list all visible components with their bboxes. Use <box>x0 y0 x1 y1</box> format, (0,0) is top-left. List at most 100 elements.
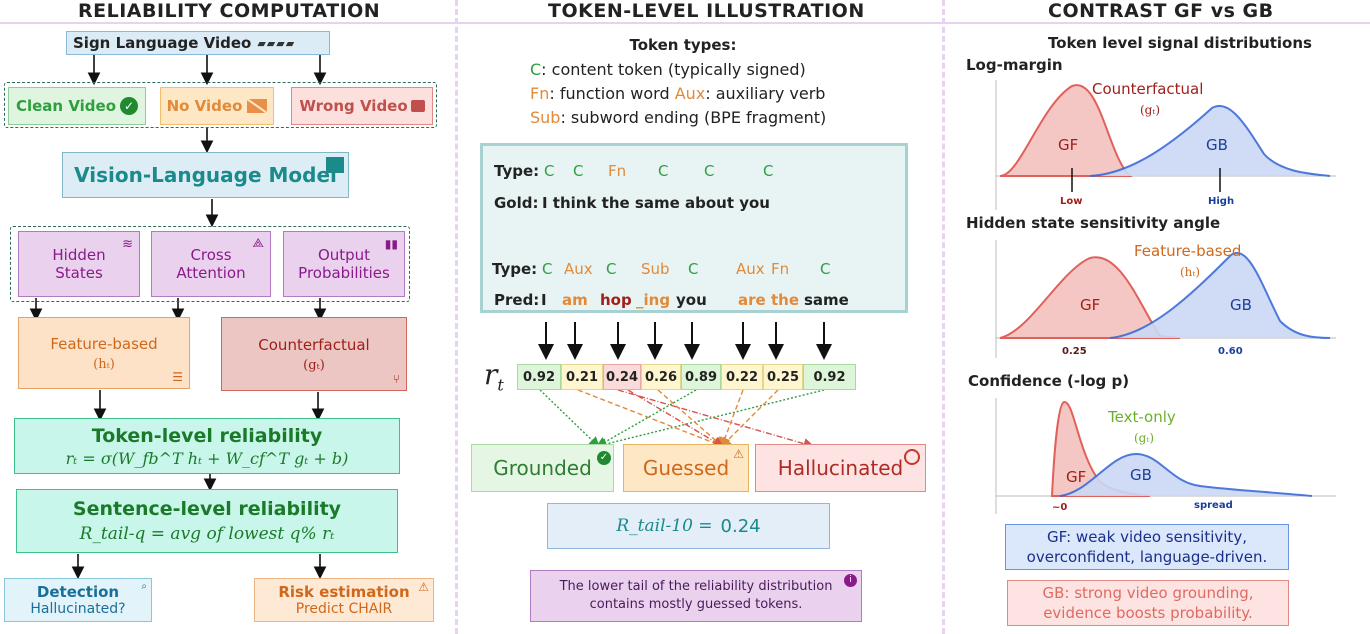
top-rule <box>0 22 1370 24</box>
no-video-label: No Video <box>166 97 243 115</box>
rt-cell: 0.26 <box>641 364 681 390</box>
grounded-check-icon: ✓ <box>597 451 611 465</box>
rt-cell: 0.21 <box>561 364 603 390</box>
separator-2 <box>942 0 945 634</box>
pred-type-tag: C <box>542 260 553 278</box>
gold-type-tag: C <box>704 162 715 180</box>
detection-subtitle: Hallucinated? <box>30 601 126 617</box>
plot-log-margin: GF GB Counterfactual (gₜ) Low High <box>995 80 1336 210</box>
gf-curve <box>999 256 1181 339</box>
features-group <box>10 226 410 302</box>
output-probabilities-box: Output Probabilities ▮▮ <box>283 231 405 297</box>
method-label: Text-only <box>1107 408 1176 426</box>
legend-text-sub: : subword ending (BPE fragment) <box>560 108 827 127</box>
method-symbol: (gₜ) <box>1140 103 1160 117</box>
gold-type-tag: C <box>544 162 555 180</box>
rtail-box: R_tail-10 = 0.24 <box>547 503 830 549</box>
pred-type-tag: Aux <box>564 260 593 278</box>
legend-text-aux: : auxiliary verb <box>705 84 826 103</box>
output-probabilities-label: Output Probabilities <box>298 246 390 282</box>
rt-cell: 0.92 <box>803 364 856 390</box>
token-reliability-title: Token-level reliability <box>91 424 323 447</box>
counterfactual-box: Counterfactual (gₜ) ⑂ <box>221 317 407 391</box>
note-text: The lower tail of the reliability distri… <box>559 579 833 612</box>
sentence-reliability-box: Sentence-level reliability R_tail-q = av… <box>16 489 398 553</box>
pred-token: I <box>541 291 547 309</box>
pred-token: the <box>771 291 800 309</box>
tick-spread: spread <box>1194 500 1233 511</box>
clean-video-label: Clean Video <box>15 97 117 115</box>
vlm-box: Vision-Language Model <box>62 152 349 198</box>
chip-icon <box>326 157 344 173</box>
gold-type-tag: C <box>658 162 669 180</box>
risk-estimation-subtitle: Predict CHAIR <box>295 601 393 617</box>
risk-estimation-box: Risk estimation Predict CHAIR ⚠ <box>254 578 434 622</box>
pred-type-tag: Sub <box>641 260 670 278</box>
gf-curve <box>999 84 1133 177</box>
gf-tag: GF <box>1080 296 1100 314</box>
tick-zero: ~0 <box>1052 502 1067 513</box>
warning-icon: ⚠ <box>418 580 429 594</box>
grounded-box: Grounded ✓ <box>471 444 614 492</box>
gold-type-tag: C <box>573 162 584 180</box>
legend-text-c: : content token (typically signed) <box>541 60 806 79</box>
pred-type-tag: Aux <box>736 260 765 278</box>
grounded-label: Grounded <box>493 456 592 480</box>
rt-cell: 0.24 <box>603 364 641 390</box>
legend-key-sub: Sub <box>530 108 561 127</box>
method-symbol: (gₜ) <box>1134 431 1154 445</box>
legend-key-c: C <box>530 60 542 79</box>
magnifier-icon: ⌕ <box>141 581 147 592</box>
legend-text-fn: : function word <box>549 84 675 103</box>
hallucinated-label: Hallucinated <box>777 456 904 480</box>
cross-attention-box: Cross Attention ⟁ <box>151 231 271 297</box>
clean-video-box: Clean Video ✓ <box>8 87 146 125</box>
gold-label: Gold: <box>494 194 539 212</box>
token-panel <box>480 143 908 313</box>
hallucinated-box: Hallucinated <box>755 444 926 492</box>
token-types-heading: Token types: <box>629 36 737 54</box>
token-reliability-formula: rₜ = σ(W_fb^T hₜ + W_cf^T gₜ + b) <box>65 448 349 468</box>
right-subtitle: Token level signal distributions <box>1048 34 1312 52</box>
info-icon: i <box>844 574 857 587</box>
gb-note-text: GB: strong video grounding, evidence boo… <box>1042 584 1254 622</box>
separator-1 <box>455 0 458 634</box>
counterfactual-label: Counterfactual <box>258 335 370 354</box>
title-contrast: CONTRAST GF vs GB <box>1048 0 1274 22</box>
legend-function: Fn: function word Aux: auxiliary verb <box>530 84 825 103</box>
sentence-reliability-title: Sentence-level reliability <box>72 498 342 520</box>
video-input-box: Sign Language Video ▰▰▰▰ <box>66 31 330 55</box>
low-tick: Low <box>1060 196 1082 207</box>
pred-type-tag: C <box>606 260 617 278</box>
sliders-icon: ☰ <box>172 370 183 384</box>
pred-token: same <box>804 291 849 309</box>
branch-icon: ⑂ <box>392 372 400 386</box>
legend-key-fn: Fn <box>530 84 550 103</box>
conditions-group <box>4 82 437 128</box>
gb-tag: GB <box>1130 466 1152 484</box>
rtail-label: R_tail-10 = <box>616 516 713 536</box>
cross-attention-label: Cross Attention <box>176 246 246 282</box>
detection-box: Detection Hallucinated? ⌕ <box>4 578 152 622</box>
gb-curve <box>1059 452 1313 497</box>
tick-060: 0.60 <box>1218 346 1243 357</box>
gold-type-tag: C <box>763 162 774 180</box>
pred-type-tag: Fn <box>771 260 790 278</box>
rt-cells: 0.92 0.21 0.24 0.26 0.89 0.22 0.25 0.92 <box>517 364 856 390</box>
rt-cell: 0.92 <box>517 364 561 390</box>
feature-based-label: Feature-based <box>50 334 158 353</box>
sentence-reliability-formula: R_tail-q = avg of lowest q% rₜ <box>79 524 335 544</box>
token-reliability-box: Token-level reliability rₜ = σ(W_fb^T hₜ… <box>14 418 400 474</box>
pred-type-tag: C <box>688 260 699 278</box>
plot-confidence: GF GB Text-only (gₜ) ~0 spread <box>995 398 1336 514</box>
feature-based-box: Feature-based (hₜ) ☰ <box>18 317 190 389</box>
plot-sensitivity-angle: GF GB Feature-based (hₜ) 0.25 0.60 <box>995 240 1336 358</box>
gf-note-text: GF: weak video sensitivity, overconfiden… <box>1026 528 1268 566</box>
high-tick: High <box>1208 196 1234 207</box>
gb-curve <box>1089 105 1331 177</box>
vlm-label: Vision-Language Model <box>74 163 337 187</box>
network-icon: ⟁ <box>252 236 264 251</box>
plot3-label: Confidence (-log p) <box>968 372 1130 390</box>
method-symbol: (hₜ) <box>1180 265 1200 279</box>
guessed-box: Guessed ⚠ <box>623 444 749 492</box>
